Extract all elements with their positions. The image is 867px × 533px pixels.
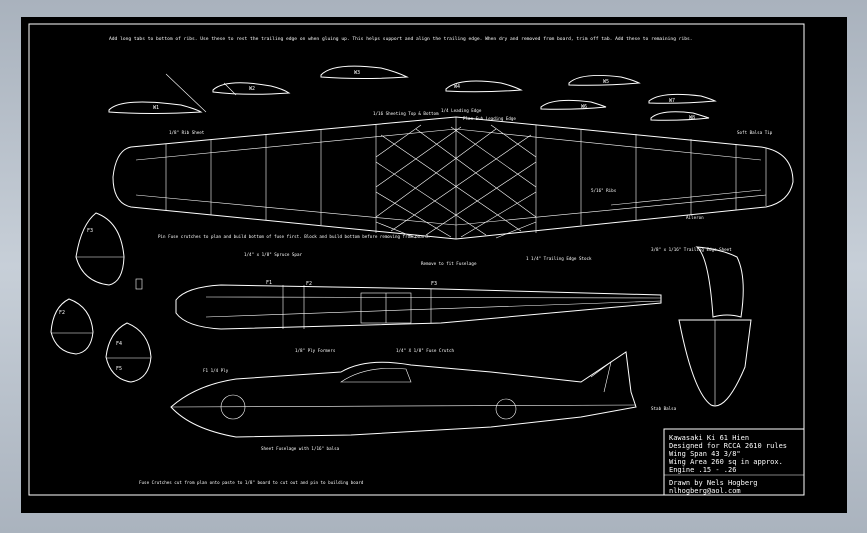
former-label: F1 xyxy=(266,280,272,286)
rib-w8 xyxy=(650,111,710,121)
wing-note-spar: 1/4" x 1/8" Spruce Spar xyxy=(244,252,302,257)
former-label: F2 xyxy=(306,281,312,287)
title-line: nlhogberg@aol.com xyxy=(669,487,741,495)
top-note: Add long tabs to bottom of ribs. Use the… xyxy=(109,36,693,42)
rib-w4 xyxy=(445,80,523,93)
rib-templates: W1 W2 W3 W4 W5 W6 W7 W8 xyxy=(108,65,717,121)
wing-note-le: 1/4 Leading Edge xyxy=(441,108,482,113)
rib-label: W4 xyxy=(454,84,460,90)
leader-line xyxy=(165,73,207,113)
wing-note-rib: 1/8" Rib Sheet xyxy=(169,130,205,135)
wing-note-aileron: Aileron xyxy=(686,215,704,220)
rib-w7 xyxy=(648,93,717,104)
wing-note-ribs: 5/16" Ribs xyxy=(591,188,617,193)
fuse-note-formers: 1/8" Ply Formers xyxy=(295,348,336,353)
fuse-note-stab: Stab Balsa xyxy=(651,406,677,411)
rib-label: W3 xyxy=(354,70,360,76)
rib-label: W6 xyxy=(581,104,587,110)
fuse-note-crutch: 1/4" X 1/8" Fuse Crutch xyxy=(396,348,454,353)
fin-outline xyxy=(695,246,744,318)
rib-w5 xyxy=(568,75,641,86)
title-line: Kawasaki Ki 61 Hien xyxy=(669,434,749,442)
title-line: Wing Area 260 sq in approx. xyxy=(669,458,783,466)
stab-outline xyxy=(678,319,752,407)
sheet-border xyxy=(28,23,805,496)
title-line: Engine .15 - .26 xyxy=(669,466,736,474)
former-templates: F3 F2 F4 F5 xyxy=(50,212,152,383)
title-block: Kawasaki Ki 61 Hien Designed for RCCA 26… xyxy=(663,428,805,496)
title-line: Wing Span 43 3/8" xyxy=(669,450,741,458)
fuse-note-sheet: Sheet Fuselage with 1/16" balsa xyxy=(261,446,340,451)
fuse-note-f1-ply: F1 1/4 Ply xyxy=(203,368,229,373)
fuselage-side-view xyxy=(170,351,637,438)
rib-label: W1 xyxy=(153,105,159,111)
wing-note-pin-fuse: Pin Fuse crutches to plan and build bott… xyxy=(158,234,430,239)
former-label: F2 xyxy=(59,310,65,316)
fuse-note-crutch-cut: Fuse Crutches cut from plan onto paste t… xyxy=(139,480,364,485)
rib-w1 xyxy=(108,101,203,114)
wing-note-te-sheet: 3/8" x 1/16" Trailing Edge Sheet xyxy=(651,247,732,252)
leader-line xyxy=(223,82,237,96)
wing-note-remove: Remove to fit Fuselage xyxy=(421,261,477,266)
former-label: F3 xyxy=(87,228,93,234)
rib-label: W2 xyxy=(249,86,255,92)
rib-label: W5 xyxy=(603,79,609,85)
title-line: Designed for RCCA 2610 rules xyxy=(669,442,787,450)
wing-note-sheeting: 1/16 Sheeting Top & Bottom xyxy=(373,111,439,116)
plan-drawing: Add long tabs to bottom of ribs. Use the… xyxy=(28,23,805,496)
former-label: F5 xyxy=(116,366,122,372)
rib-w3 xyxy=(320,65,409,79)
title-line: Drawn by Nels Hogberg xyxy=(669,479,758,487)
rib-w2 xyxy=(212,82,291,95)
fuselage-top-view: F1 F2 F3 xyxy=(175,280,662,330)
wing-note-tip: Soft Balsa Tip xyxy=(737,130,773,135)
drawing-sheet[interactable]: Add long tabs to bottom of ribs. Use the… xyxy=(21,17,847,513)
wing-note-le-sub: Plan Sub Leading Edge xyxy=(463,116,516,121)
wing-note-te-stock: 1 1/4" Trailing Edge Stock xyxy=(526,256,592,261)
rib-label: W7 xyxy=(669,98,675,104)
former-label: F3 xyxy=(431,281,437,287)
former-label: F4 xyxy=(116,341,122,347)
wing-planform xyxy=(112,116,794,240)
rib-label: W8 xyxy=(689,115,695,121)
rib-w6 xyxy=(540,99,607,110)
